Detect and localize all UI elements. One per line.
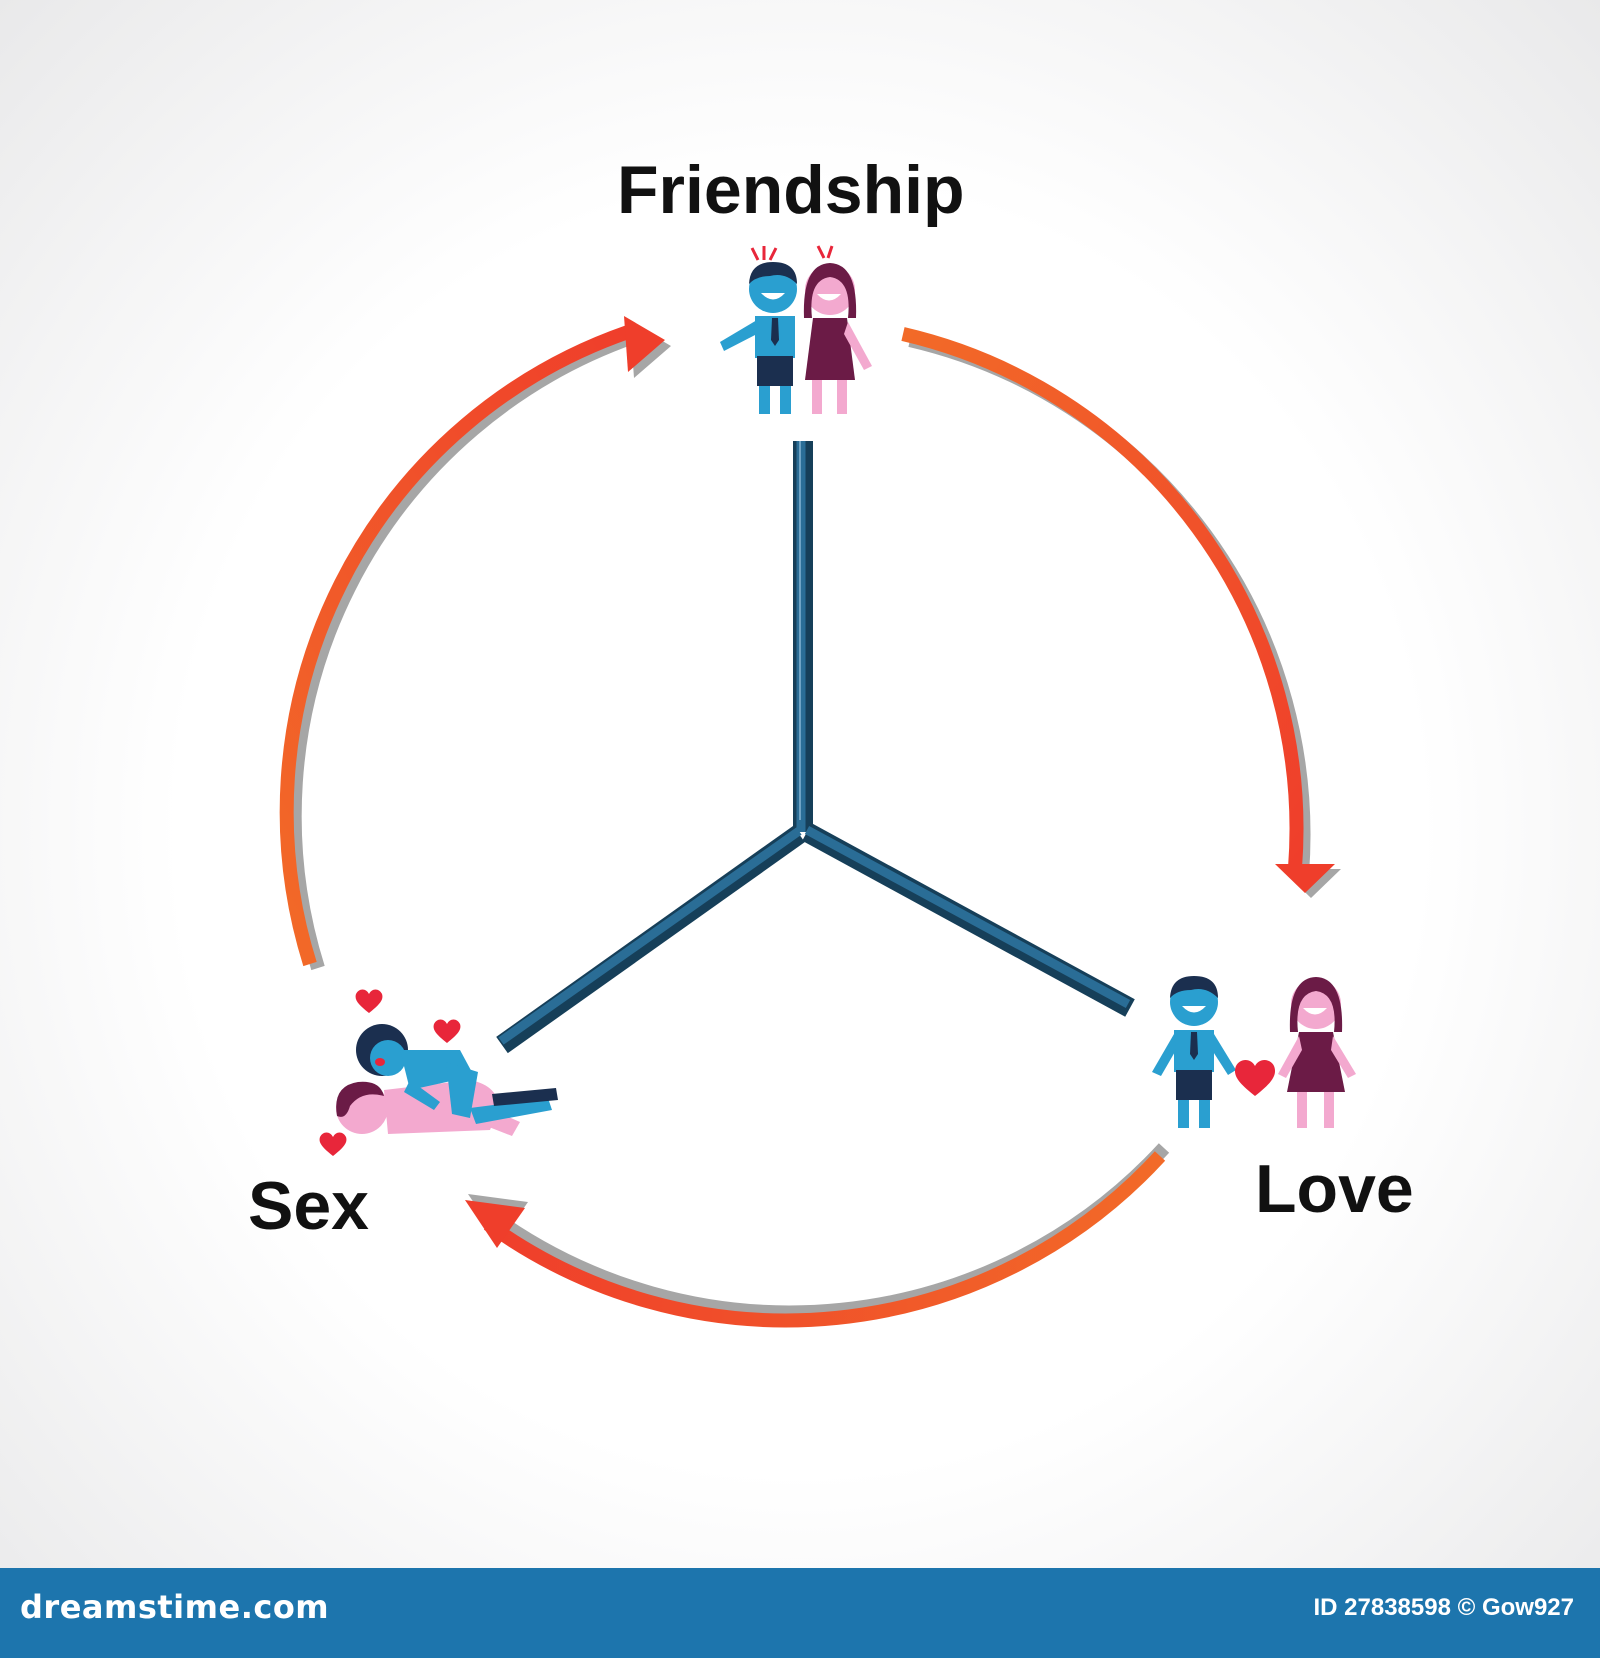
watermark-brand: dreamstime.com	[20, 1588, 329, 1626]
heart-icon	[320, 1133, 347, 1157]
arrow-friendship-to-love	[903, 334, 1341, 898]
arrow-sex-to-friendship	[287, 316, 671, 968]
node-label-friendship: Friendship	[617, 156, 965, 224]
heart-icon	[356, 990, 383, 1014]
watermark-footer-bar: dreamstime.com ID 27838598 © Gow927	[0, 1568, 1600, 1658]
friendship-couple-icon	[720, 246, 872, 414]
node-label-love: Love	[1255, 1155, 1414, 1223]
heart-icon	[1235, 1060, 1275, 1096]
heart-icon	[434, 1020, 461, 1044]
node-label-sex: Sex	[248, 1172, 369, 1240]
peace-symbol-spokes	[501, 441, 1130, 1045]
intimate-couple-icon	[320, 990, 558, 1157]
watermark-image-id: ID 27838598 © Gow927	[1313, 1594, 1574, 1622]
relationship-cycle-diagram	[0, 0, 1600, 1568]
arrow-love-to-sex	[465, 1148, 1164, 1320]
love-couple-icon	[1152, 976, 1356, 1128]
